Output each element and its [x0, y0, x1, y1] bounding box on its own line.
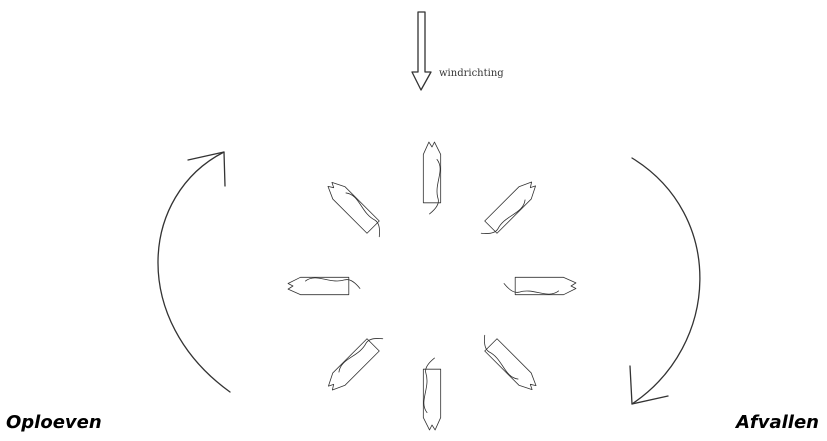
boat-north-icon — [423, 142, 440, 214]
boat-east-icon — [504, 277, 576, 294]
bear-away-curved-arrow-icon — [630, 158, 700, 404]
luff-up-curved-arrow-icon — [158, 152, 230, 392]
boat-northwest-icon — [324, 178, 387, 241]
boat-south-icon — [423, 358, 440, 430]
bear-away-label: Afvallen — [736, 412, 819, 433]
boat-west-icon — [288, 277, 360, 294]
wind-direction-arrow-icon — [412, 12, 431, 90]
boat-southeast-icon — [477, 331, 540, 394]
wind-direction-label: windrichting — [439, 68, 504, 79]
boat-group — [288, 142, 576, 430]
luff-up-label: Oploeven — [6, 412, 102, 433]
boat-southwest-icon — [324, 331, 387, 394]
boat-northeast-icon — [477, 178, 540, 241]
